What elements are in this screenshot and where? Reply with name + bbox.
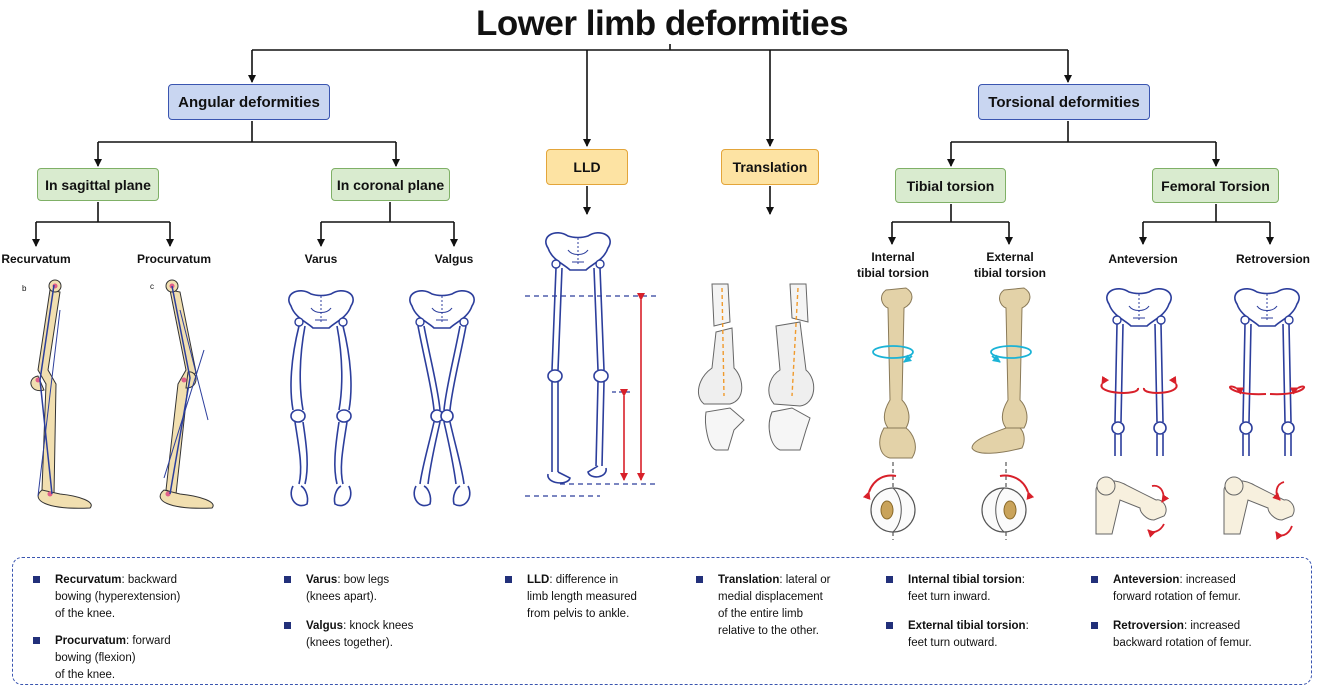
legend-column-tibial: Internal tibial torsion:feet turn inward… (886, 572, 1086, 662)
internal-tibial-torsion-illustration (862, 287, 916, 540)
femoral-torsion-box: Femoral Torsion (1152, 168, 1279, 203)
internal-tibial-torsion-label: Internal tibial torsion (850, 249, 936, 281)
valgus-illustration (409, 289, 475, 507)
tibial-torsion-box: Tibial torsion (895, 168, 1006, 203)
bullet-square-icon (696, 576, 703, 583)
bullet-square-icon (1091, 622, 1098, 629)
lld-illustration (525, 231, 658, 497)
recurvatum-label: Recurvatum (1, 252, 71, 266)
angular-deformities-box: Angular deformities (168, 84, 330, 120)
bullet-square-icon (284, 622, 291, 629)
recurvatum-illustration (30, 279, 92, 509)
translation-illustration (697, 283, 815, 451)
figure-b-label: b (22, 284, 27, 293)
bullet-square-icon (886, 576, 893, 583)
varus-label: Varus (304, 252, 338, 266)
procurvatum-label: Procurvatum (136, 252, 212, 266)
external-tibial-torsion-label-line2: tibial torsion (974, 266, 1046, 280)
bullet-square-icon (505, 576, 512, 583)
legend-item-valgus: Valgus: knock knees(knees together). (284, 618, 474, 652)
procurvatum-illustration (159, 279, 214, 509)
legend-column-coronal: Varus: bow legs(knees apart). Valgus: kn… (284, 572, 474, 662)
bullet-square-icon (33, 576, 40, 583)
bullet-square-icon (1091, 576, 1098, 583)
retroversion-label: Retroversion (1235, 252, 1311, 266)
bullet-square-icon (284, 576, 291, 583)
legend-item-varus: Varus: bow legs(knees apart). (284, 572, 474, 606)
coronal-plane-box: In coronal plane (331, 168, 450, 201)
torsional-deformities-box: Torsional deformities (978, 84, 1150, 120)
legend-item-internal-tibial-torsion: Internal tibial torsion:feet turn inward… (886, 572, 1086, 606)
internal-tibial-torsion-label-line2: tibial torsion (857, 266, 929, 280)
tree-connectors (32, 44, 1274, 247)
anteversion-label: Anteversion (1108, 252, 1178, 266)
external-tibial-torsion-label-line1: External (986, 250, 1034, 264)
legend-item-external-tibial-torsion: External tibial torsion:feet turn outwar… (886, 618, 1086, 652)
bullet-square-icon (33, 637, 40, 644)
anteversion-illustration (1095, 287, 1178, 538)
internal-tibial-torsion-label-line1: Internal (871, 250, 915, 264)
retroversion-illustration (1223, 287, 1306, 541)
figure-c-label: c (150, 282, 154, 291)
varus-illustration (288, 289, 354, 507)
diagram-title: Lower limb deformities (475, 4, 849, 43)
translation-box: Translation (721, 149, 819, 185)
valgus-label: Valgus (434, 252, 474, 266)
bullet-square-icon (886, 622, 893, 629)
external-tibial-torsion-label: External tibial torsion (967, 249, 1053, 281)
external-tibial-torsion-illustration (971, 287, 1035, 540)
lld-box: LLD (546, 149, 628, 185)
sagittal-plane-box: In sagittal plane (37, 168, 159, 201)
